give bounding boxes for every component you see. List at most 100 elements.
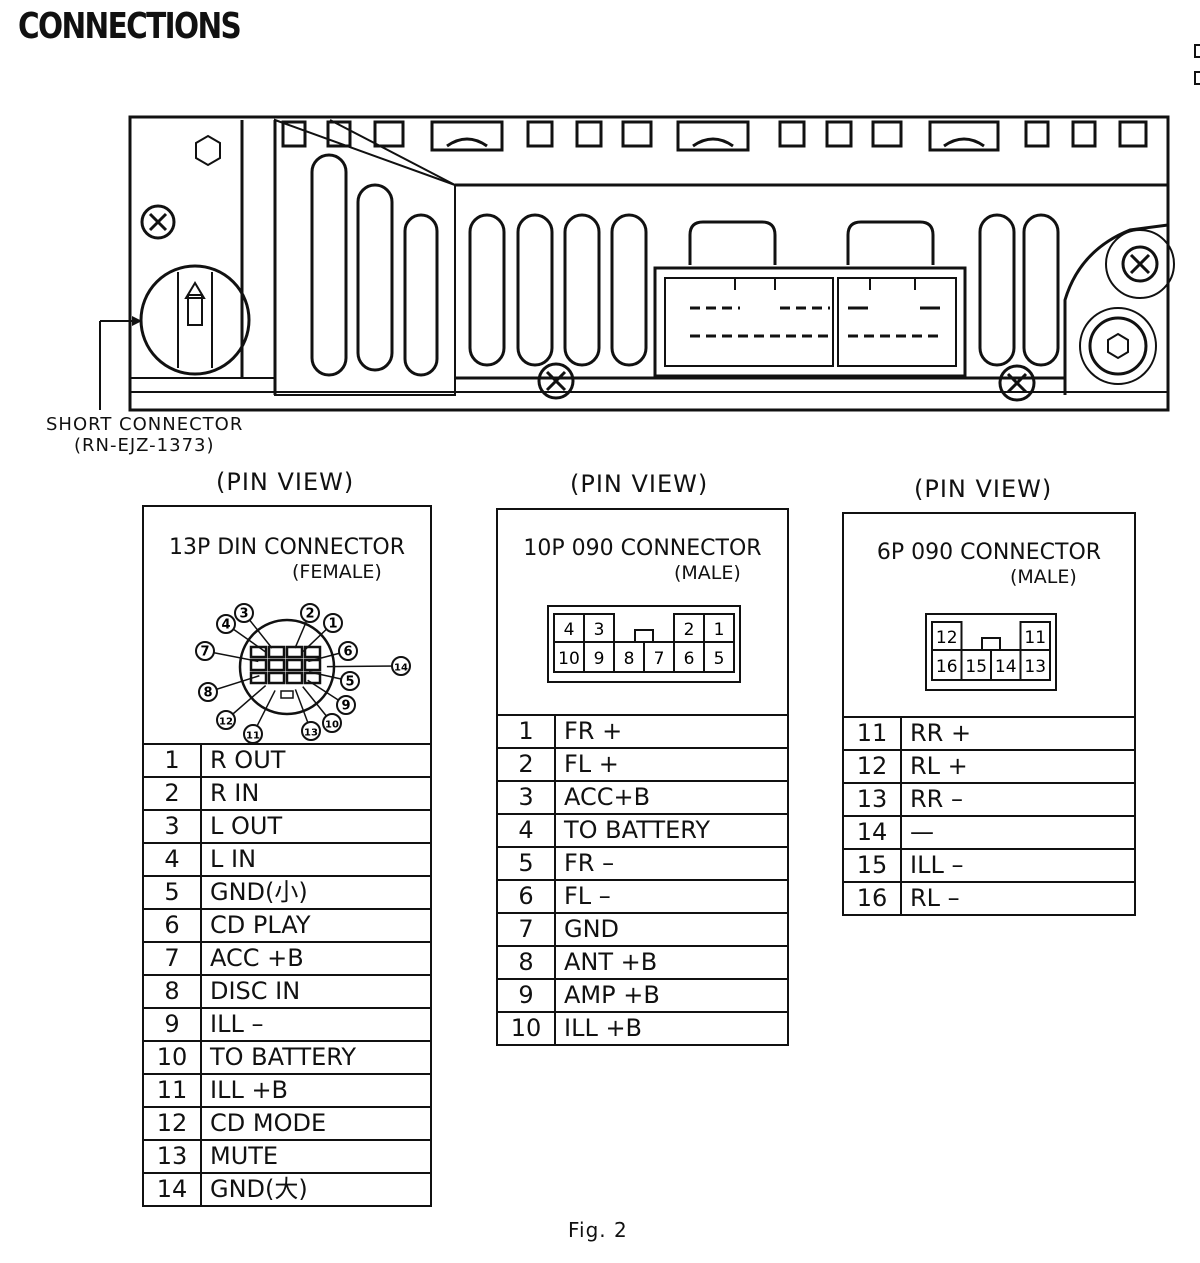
pin-function: GND: [554, 912, 789, 947]
figure-label: Fig. 2: [568, 1218, 628, 1242]
pin-view-label: (PIN VIEW): [914, 475, 1053, 503]
din-pin-contact: [249, 645, 268, 659]
pin-label: 14: [995, 657, 1017, 677]
pin-callout: [234, 603, 254, 623]
pin-label: 13: [1024, 657, 1046, 677]
pin-function: L OUT: [200, 809, 432, 844]
pin-number: 11: [842, 716, 902, 751]
din-pin-contact: [303, 658, 322, 672]
pin-label: 15: [965, 657, 987, 677]
din-key: [280, 690, 294, 699]
pin-function: ANT +B: [554, 945, 789, 980]
din-pin-contact: [267, 645, 286, 659]
pin-function: ACC +B: [200, 941, 432, 976]
pin-label: 6: [684, 649, 695, 669]
din-pin-contact: [267, 671, 286, 685]
pin-number: 5: [142, 875, 202, 910]
pin-number: 3: [142, 809, 202, 844]
short-connector-name: SHORT CONNECTOR: [46, 414, 244, 435]
pin-function: FL +: [554, 747, 789, 782]
short-connector-label: SHORT CONNECTOR (RN-EJZ-1373): [46, 414, 243, 456]
pin-callout: [243, 724, 263, 744]
din-pin-contact: [303, 645, 322, 659]
pin-function: CD MODE: [200, 1106, 432, 1141]
pin-callout: [323, 613, 343, 633]
pin-view-label: (PIN VIEW): [216, 468, 355, 496]
pin-number: 14: [842, 815, 902, 850]
din-pin-contact: [267, 658, 286, 672]
pin-callout: [322, 713, 342, 733]
page-title: CONNECTIONS: [18, 6, 242, 47]
pin-function: CD PLAY: [200, 908, 432, 943]
pin-number: 12: [842, 749, 902, 784]
pin-view-label: (PIN VIEW): [570, 470, 709, 498]
pin-number: 13: [142, 1139, 202, 1174]
pin-number: 5: [496, 846, 556, 881]
pin-label: 1: [714, 620, 725, 640]
pin-number: 7: [496, 912, 556, 947]
pin-label: 12: [936, 628, 958, 648]
pin-callout-label: 7: [200, 645, 209, 660]
pin-function: MUTE: [200, 1139, 432, 1174]
pin-function: R IN: [200, 776, 432, 811]
pin-number: 7: [142, 941, 202, 976]
connector-key: [981, 637, 1001, 651]
pin-function: AMP +B: [554, 978, 789, 1013]
pin-number: 16: [842, 881, 902, 916]
connector-outline: [925, 613, 1057, 691]
pin-callout: [340, 671, 360, 691]
pin-label: 9: [594, 649, 605, 669]
pin-number: 14: [142, 1172, 202, 1207]
pin-callout-label: 2: [305, 607, 314, 622]
p10-subtitle: (MALE): [674, 562, 741, 584]
pin-number: 13: [842, 782, 902, 817]
pin-callout-label: 9: [341, 699, 350, 714]
pin-callout: [195, 641, 215, 661]
pin-number: 9: [496, 978, 556, 1013]
din-pin-contact: [285, 645, 304, 659]
pin-number: 10: [496, 1011, 556, 1046]
pin-callout-label: 11: [246, 731, 260, 742]
screw-icon: [537, 362, 575, 400]
pin-function: L IN: [200, 842, 432, 877]
pin-callout-label: 6: [343, 645, 352, 660]
pin-number: 2: [496, 747, 556, 782]
pin-callout: [301, 721, 321, 741]
pin-callout-label: 5: [345, 675, 354, 690]
pin-number: 1: [496, 714, 556, 749]
pin-label: 4: [564, 620, 575, 640]
pin-label: 11: [1024, 628, 1046, 648]
pin-label: 5: [714, 649, 725, 669]
pin-cell: [703, 613, 735, 643]
pin-number: 6: [142, 908, 202, 943]
pin-callout: [198, 682, 218, 702]
pin-callout-label: 4: [221, 618, 230, 633]
pin-callout-label: 13: [304, 728, 318, 739]
pin-function: RR –: [900, 782, 1136, 817]
pin-number: 1: [142, 743, 202, 778]
pin-number: 4: [142, 842, 202, 877]
